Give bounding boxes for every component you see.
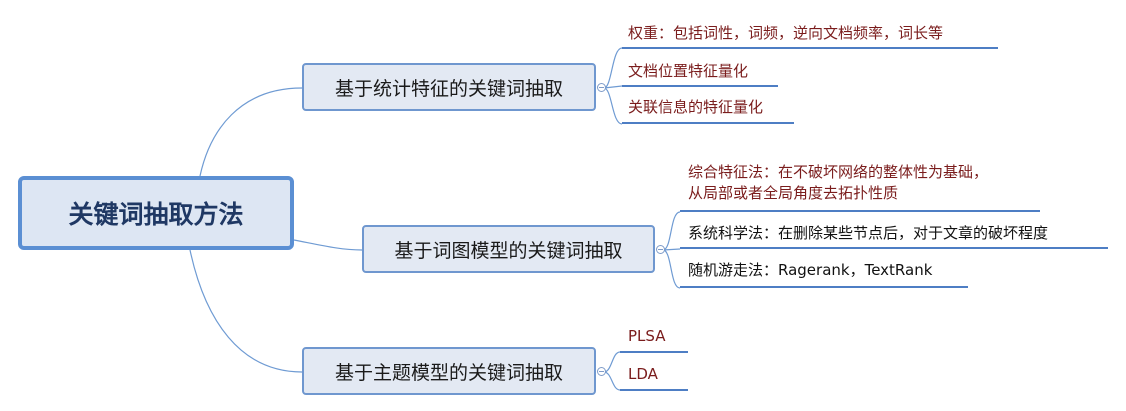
leaf-system-science: 系统科学法：在删除某些节点后，对于文章的破坏程度 [688, 224, 1049, 242]
collapse-toggle-icon[interactable] [597, 83, 606, 92]
leaf-lda: LDA [628, 365, 658, 383]
leaf-underline [622, 122, 794, 124]
leaf-association: 关联信息的特征量化 [628, 98, 764, 116]
leaf-underline [680, 210, 1040, 212]
leaf-underline [620, 389, 688, 391]
leaf-underline [680, 286, 968, 288]
leaf-comprehensive: 综合特征法：在不破坏网络的整体性为基础， 从局部或者全局角度去拓扑性质 [688, 163, 989, 202]
root-label: 关键词抽取方法 [68, 200, 244, 229]
leaf-underline [620, 351, 688, 353]
collapse-toggle-icon[interactable] [597, 367, 606, 376]
branch-topic-model[interactable]: 基于主题模型的关键词抽取 [302, 347, 596, 395]
leaf-underline [622, 47, 998, 49]
root-node[interactable]: 关键词抽取方法 [18, 176, 294, 250]
branch-graph-model[interactable]: 基于词图模型的关键词抽取 [362, 225, 655, 273]
leaf-weight: 权重：包括词性，词频，逆向文档频率，词长等 [628, 24, 944, 42]
branch-label: 基于主题模型的关键词抽取 [334, 361, 563, 384]
leaf-plsa: PLSA [628, 327, 666, 345]
branch-label: 基于词图模型的关键词抽取 [394, 239, 623, 262]
leaf-underline [680, 247, 1108, 249]
branch-statistical-features[interactable]: 基于统计特征的关键词抽取 [302, 63, 596, 111]
leaf-doc-position: 文档位置特征量化 [628, 62, 749, 80]
leaf-random-walk: 随机游走法：Ragerank，TextRank [688, 261, 933, 279]
leaf-underline [622, 85, 778, 87]
branch-label: 基于统计特征的关键词抽取 [334, 77, 563, 100]
collapse-toggle-icon[interactable] [656, 245, 665, 254]
